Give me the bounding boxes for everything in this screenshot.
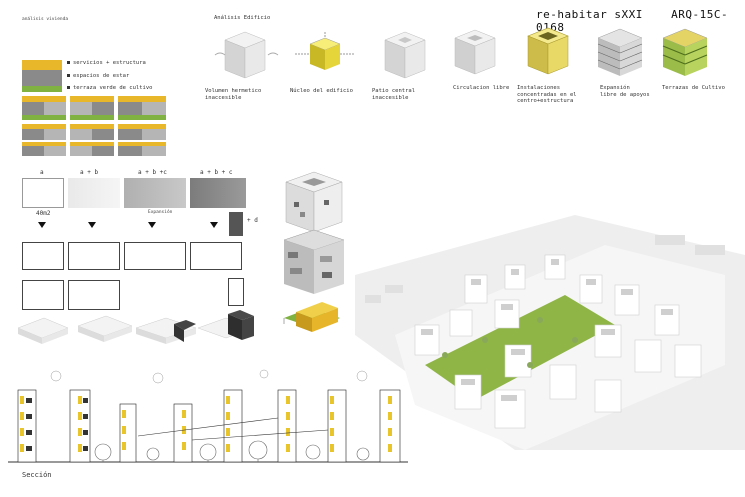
growth-label-d: + d [247, 217, 258, 224]
legend-terraza: terraza verde de cultivo [67, 85, 152, 92]
floor-plan-5 [22, 280, 64, 310]
massing-blocks [18, 310, 255, 344]
legend-strip [22, 60, 62, 92]
cube-patio [384, 31, 426, 79]
expansion-label: Expansión [148, 210, 173, 215]
module-grid [22, 96, 167, 156]
area-label: 40m2 [36, 210, 51, 217]
arrow-3 [148, 222, 156, 228]
section-drawing [8, 369, 408, 463]
growth-label-ab: a + b [80, 169, 99, 176]
cube-hermetic [214, 31, 279, 79]
floor-plan-4 [190, 242, 242, 270]
cube-terraces [662, 28, 708, 76]
step-label-6: Expansión libre de apoyos [600, 85, 650, 98]
cube-core [295, 32, 355, 70]
floor-plan-1 [22, 242, 64, 270]
growth-label-abc: a + b +c [138, 169, 167, 176]
arrow-1 [38, 222, 46, 228]
yellow-module [283, 302, 340, 332]
growth-label-a: a [40, 169, 44, 176]
growth-bar-abc [124, 178, 186, 208]
tower-exploded [283, 171, 345, 294]
cube-circulation [454, 29, 496, 75]
cube-expansion [597, 28, 643, 76]
floor-plan-6 [68, 280, 120, 310]
step-label-3: Patio central inaccesible [372, 88, 416, 101]
step-label-1: Volumen hermetico inaccesible [205, 88, 262, 101]
section-tower-1 [17, 389, 91, 463]
arrow-2 [88, 222, 96, 228]
floor-plan-3 [124, 242, 186, 270]
growth-bar-a [22, 178, 64, 208]
analysis-vivienda-label: análisis vivienda [22, 17, 69, 22]
section-tower-4 [327, 389, 401, 463]
title-left: re-habitar sXXI [536, 8, 643, 21]
growth-bar-ab [68, 178, 120, 208]
step-label-2: Núcleo del edificio [290, 88, 353, 94]
arrow-4 [210, 222, 218, 228]
growth-bar-d [229, 212, 243, 236]
legend-servicios: servicios + estructura [67, 60, 146, 67]
aerial-site-render [355, 215, 745, 450]
analysis-edificio-label: Análisis Edificio [214, 15, 271, 21]
floor-plan-7 [228, 278, 244, 306]
growth-bar-abcc [190, 178, 246, 208]
section-tower-3 [223, 389, 297, 463]
step-label-7: Terrazas de Cultivo [662, 85, 725, 91]
step-label-4: Circulacion libre [453, 85, 510, 91]
building-analysis-diagrams [214, 27, 708, 79]
legend-espacios: espacios de estar [67, 73, 129, 80]
cube-installations [527, 27, 569, 75]
section-label: Sección [22, 471, 52, 479]
section-tower-2 [119, 403, 193, 463]
growth-label-abcc: a + b + c [200, 169, 233, 176]
step-label-5: Instalaciones concentradas en el centro+… [517, 85, 577, 104]
floor-plan-2 [68, 242, 120, 270]
